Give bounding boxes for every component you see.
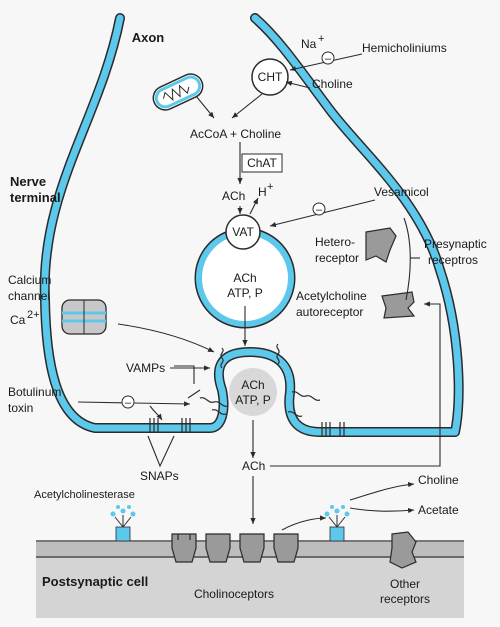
axon-label: Axon [132, 30, 165, 45]
vesicle-atp-label: ATP, P [227, 286, 263, 300]
other-receptor [389, 531, 417, 569]
fusion-ach-label: ACh [241, 378, 264, 392]
fusion-vesicle-content: ACh ATP, P [229, 368, 277, 416]
accoa-choline-label: AcCoA + Choline [190, 127, 281, 141]
na-sup: + [318, 33, 324, 45]
ach-top-label: ACh [222, 189, 245, 203]
acetylcholinesterase-label: Acetylcholinesterase [34, 489, 135, 501]
acetylcholinesterase-enzyme-right [324, 505, 350, 542]
nerve-terminal-membrane [39, 13, 464, 437]
vat-label: VAT [232, 225, 254, 239]
presynaptic-label-1: Presynaptic [424, 237, 487, 251]
vat-transporter [225, 214, 261, 250]
botulinum-label-2: toxin [8, 401, 33, 415]
postsynaptic-cell-label: Postsynaptic cell [42, 574, 148, 589]
other-receptors-label-2: receptors [380, 592, 430, 606]
autoreceptor-label-1: Acetylcholine [296, 289, 367, 303]
snare-proteins [149, 343, 345, 436]
heteroreceptor-label-1: Hetero- [315, 235, 355, 249]
botulinum-label-1: Botulinum [8, 385, 61, 399]
acetylcholinesterase-enzyme [110, 505, 136, 542]
inhibition-markers: – – – [121, 51, 335, 409]
cholinoceptors [171, 533, 299, 563]
acetate-label: Acetate [418, 503, 459, 517]
ca-sup: 2+ [27, 309, 40, 321]
cholinoceptors-label: Cholinoceptors [194, 587, 274, 601]
minus-hemicholiniums: – [325, 53, 332, 65]
choline-out-label: Choline [418, 473, 459, 487]
autoreceptor-label-2: autoreceptor [296, 305, 363, 319]
vamps-label: VAMPs [126, 361, 165, 375]
heteroreceptor-label-2: receptor [315, 251, 359, 265]
calcium-channel-label-1: Calcium [8, 273, 51, 287]
minus-botulinum: – [125, 397, 132, 409]
choline-in-label: Choline [312, 77, 353, 91]
brackets [147, 217, 420, 468]
other-receptors-label-1: Other [390, 577, 420, 591]
heteroreceptor [365, 227, 397, 263]
cht-label: CHT [258, 70, 283, 84]
chat-label: ChAT [247, 156, 277, 170]
vesamicol-label: Vesamicol [374, 185, 429, 199]
labels: Axon Nerve terminal Na + Hemicholiniums … [8, 30, 487, 606]
minus-vesamicol: – [316, 204, 323, 216]
mitochondrion-icon [152, 73, 204, 111]
ach-autoreceptor [381, 291, 416, 319]
cht-transporter: CHT [251, 58, 289, 96]
h-sup: + [267, 181, 273, 193]
snaps-label: SNAPs [140, 469, 179, 483]
fusion-atp-label: ATP, P [235, 393, 271, 407]
nerve-terminal-label-2: terminal [10, 190, 61, 205]
nerve-terminal-label-1: Nerve [10, 174, 46, 189]
presynaptic-label-2: receptros [428, 253, 478, 267]
na-label: Na [301, 37, 317, 51]
h-label: H [258, 185, 267, 199]
calcium-channel [61, 299, 107, 335]
chat-box [241, 153, 283, 173]
ca-label: Ca [10, 313, 26, 327]
calcium-channel-label-2: channel [8, 289, 50, 303]
ach-cleft-label: ACh [242, 459, 265, 473]
hemicholiniums-label: Hemicholiniums [362, 41, 447, 55]
vesicle-ach-label: ACh [233, 271, 256, 285]
